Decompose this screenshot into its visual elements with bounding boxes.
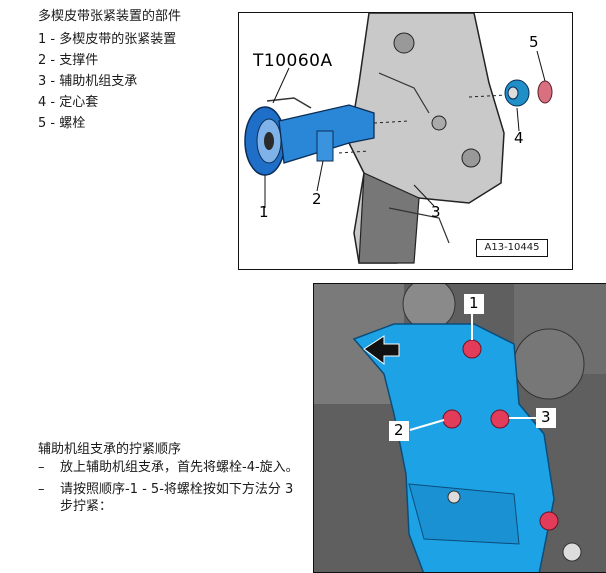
- step-text: 放上辅助机组支承，首先将螺栓-4-旋入。: [60, 460, 299, 475]
- tensioner-diagram: T10060A 1 2 3 4 5 A13-10445: [238, 12, 573, 270]
- photo-callout-2: 2: [394, 421, 404, 439]
- step-text: 请按照顺序-1 - 5-将螺栓按如下方法分 3 步拧紧：: [60, 482, 294, 514]
- step-bullet: –: [38, 460, 45, 475]
- parts-title: 多楔皮带张紧装置的部件: [38, 9, 182, 24]
- tool-label: T10060A: [253, 51, 333, 71]
- parts-item-3: 3 - 辅助机组支承: [38, 74, 138, 89]
- parts-list: 1 - 多楔皮带的张紧装置 2 - 支撑件 3 - 辅助机组支承 4 - 定心套…: [38, 29, 176, 134]
- parts-item-2: 2 - 支撑件: [38, 53, 99, 68]
- engine-photo: 1 2 3: [313, 283, 606, 573]
- callout-4: 4: [514, 129, 524, 147]
- callout-5: 5: [529, 33, 539, 51]
- sequence-title: 辅助机组支承的拧紧顺序: [38, 442, 182, 457]
- step-bullet: –: [38, 482, 45, 497]
- figure-id: A13-10445: [476, 239, 548, 257]
- parts-item-1: 1 - 多楔皮带的张紧装置: [38, 32, 177, 47]
- callout-3: 3: [431, 203, 441, 221]
- callout-1: 1: [259, 203, 269, 221]
- tensioner-illustration: [244, 13, 553, 264]
- photo-callout-3: 3: [541, 408, 551, 426]
- photo-callout-1: 1: [469, 294, 479, 312]
- engine-illustration: [314, 284, 606, 572]
- step-item: – 请按照顺序-1 - 5-将螺栓按如下方法分 3 步拧紧：: [38, 481, 306, 515]
- callout-2: 2: [312, 190, 322, 208]
- parts-item-5: 5 - 螺栓: [38, 116, 86, 131]
- sequence-steps: – 放上辅助机组支承，首先将螺栓-4-旋入。 – 请按照顺序-1 - 5-将螺栓…: [38, 459, 306, 520]
- parts-item-4: 4 - 定心套: [38, 95, 99, 110]
- step-item: – 放上辅助机组支承，首先将螺栓-4-旋入。: [38, 459, 306, 476]
